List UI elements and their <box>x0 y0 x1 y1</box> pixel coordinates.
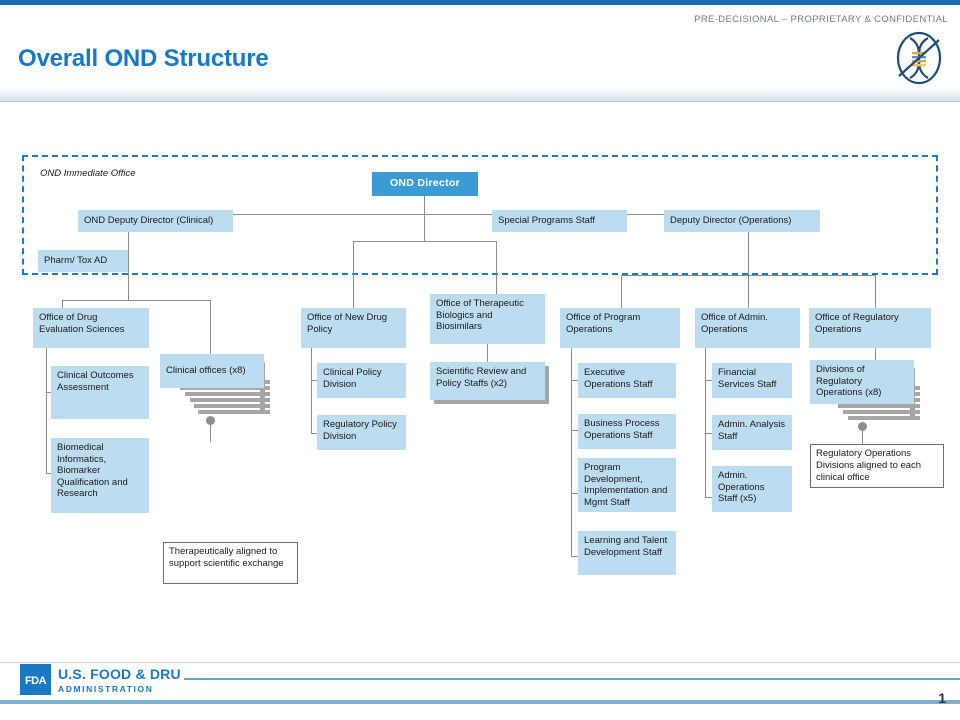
connector-drug-eval-child-1 <box>46 392 52 393</box>
box-scientific-review-and-policy-staffs[interactable]: Scientific Review and Policy Staffs (x2) <box>430 362 545 400</box>
box-office-of-admin-operations[interactable]: Office of Admin. Operations <box>695 308 800 348</box>
stack-regulatory-divisions-label: Divisions of Regulatory Operations (x8) <box>810 360 914 404</box>
page-number: 1 <box>938 690 946 706</box>
connector-new-drug-policy-child-2 <box>311 433 318 434</box>
connector-to-clinical-offices-stack <box>210 300 211 354</box>
box-regulatory-policy-division[interactable]: Regulatory Policy Division <box>317 415 406 450</box>
box-office-of-program-operations[interactable]: Office of Program Operations <box>560 308 680 348</box>
callout-anchor-dot-regulatory-divisions <box>858 422 867 431</box>
box-biomedical-informatics[interactable]: Biomedical Informatics, Biomarker Qualif… <box>51 438 149 513</box>
connector-to-new-drug-policy <box>353 241 354 308</box>
stack-page-2 <box>180 386 270 390</box>
svg-text:U.S. FOOD & DRUG: U.S. FOOD & DRUG <box>58 666 180 682</box>
box-learning-and-talent-development-staff[interactable]: Learning and Talent Development Staff <box>578 531 676 575</box>
stack-page-5 <box>843 410 920 414</box>
connector-admin-ops-child-3 <box>705 497 713 498</box>
connector-new-drug-policy-spine <box>311 348 312 434</box>
slide-header: PRE-DECISIONAL – PROPRIETARY & CONFIDENT… <box>0 5 960 88</box>
top-accent-rule <box>0 0 960 5</box>
stack-page-4 <box>190 398 270 402</box>
box-office-of-drug-evaluation-sciences[interactable]: Office of Drug Evaluation Sciences <box>33 308 149 348</box>
stack-clinical-offices[interactable]: Clinical offices (x8) <box>160 354 280 416</box>
stack-page-4 <box>838 404 920 408</box>
connector-admin-operations-spine <box>705 348 706 498</box>
connector-policy-biologics-bus <box>353 241 496 242</box>
footer-accent-line <box>184 678 960 680</box>
ond-immediate-office-label: OND Immediate Office <box>40 168 136 179</box>
connector-program-ops-child-1 <box>571 380 579 381</box>
connector-clinical-trunk <box>128 232 129 300</box>
svg-text:ADMINISTRATION: ADMINISTRATION <box>58 684 153 694</box>
connector-regulatory-divisions-note <box>862 428 863 444</box>
bottom-accent-rule <box>0 700 960 704</box>
box-business-process-operations-staff[interactable]: Business Process Operations Staff <box>578 414 676 449</box>
connector-director-trunk-mid <box>424 196 425 241</box>
svg-text:FDA: FDA <box>25 675 47 687</box>
connector-clinical-offices-note <box>210 422 211 442</box>
note-regulatory-divisions-alignment: Regulatory Operations Divisions aligned … <box>810 444 944 488</box>
stack-page-5 <box>194 404 270 408</box>
callout-anchor-dot-clinical-offices <box>206 416 215 425</box>
box-office-of-therapeutic-biologics[interactable]: Office of Therapeutic Biologics and Bios… <box>430 294 545 344</box>
confidential-notice: PRE-DECISIONAL – PROPRIETARY & CONFIDENT… <box>694 14 948 25</box>
box-pharm-tox-ad[interactable]: Pharm/ Tox AD <box>38 250 129 272</box>
box-clinical-outcomes-assessment[interactable]: Clinical Outcomes Assessment <box>51 366 149 419</box>
box-special-programs-staff[interactable]: Special Programs Staff <box>492 210 627 232</box>
connector-admin-ops-child-1 <box>705 380 713 381</box>
dna-helix-icon <box>890 29 948 87</box>
note-clinical-offices-alignment: Therapeutically aligned to support scien… <box>163 542 298 584</box>
connector-to-therapeutic-biologics <box>496 241 497 294</box>
box-ond-director[interactable]: OND Director <box>372 172 478 196</box>
box-office-of-new-drug-policy[interactable]: Office of New Drug Policy <box>301 308 406 348</box>
header-gradient-band <box>0 88 960 102</box>
connector-admin-ops-child-2 <box>705 433 713 434</box>
connector-regulatory-operations-down <box>875 348 876 362</box>
connector-drug-eval-child-2 <box>46 473 52 474</box>
connector-operations-trunk <box>748 232 749 276</box>
connector-to-program-operations <box>621 275 622 308</box>
connector-drug-eval-spine <box>46 348 47 474</box>
box-office-of-regulatory-operations[interactable]: Office of Regulatory Operations <box>809 308 931 348</box>
box-ond-deputy-director-clinical[interactable]: OND Deputy Director (Clinical) <box>78 210 233 232</box>
box-deputy-director-operations[interactable]: Deputy Director (Operations) <box>664 210 820 232</box>
stack-page-3 <box>185 392 270 396</box>
box-admin-analysis-staff[interactable]: Admin. Analysis Staff <box>712 415 792 450</box>
org-chart-canvas: OND Immediate Office OND Director OND De… <box>0 102 960 662</box>
connector-program-ops-child-2 <box>571 430 579 431</box>
connector-program-ops-child-4 <box>571 556 579 557</box>
connector-new-drug-policy-child-1 <box>311 380 318 381</box>
fda-logo: FDA U.S. FOOD & DRUG ADMINISTRATION <box>20 664 192 696</box>
footer-divider <box>0 662 960 663</box>
connector-to-regulatory-operations <box>875 275 876 308</box>
ond-immediate-office-region <box>22 155 938 275</box>
connector-to-admin-operations <box>748 275 749 308</box>
stack-divisions-of-regulatory-operations[interactable]: Divisions of Regulatory Operations (x8) <box>810 360 935 422</box>
box-admin-operations-staff[interactable]: Admin. Operations Staff (x5) <box>712 466 792 512</box>
connector-to-drug-eval-sciences <box>62 300 63 308</box>
stack-clinical-offices-label: Clinical offices (x8) <box>160 354 264 388</box>
connector-program-ops-child-3 <box>571 493 579 494</box>
stack-page-6 <box>198 410 270 414</box>
connector-director-bus <box>128 214 748 215</box>
box-executive-operations-staff[interactable]: Executive Operations Staff <box>578 363 676 398</box>
box-clinical-policy-division[interactable]: Clinical Policy Division <box>317 363 406 398</box>
connector-clinical-bus <box>62 300 210 301</box>
header-divider-line <box>0 101 960 102</box>
connector-program-operations-spine <box>571 348 572 557</box>
stack-page-6 <box>848 416 920 420</box>
connector-therapeutic-biologics-down <box>487 344 488 362</box>
box-financial-services-staff[interactable]: Financial Services Staff <box>712 363 792 398</box>
page-title: Overall OND Structure <box>18 45 269 72</box>
box-program-development-staff[interactable]: Program Development, Implementation and … <box>578 458 676 512</box>
